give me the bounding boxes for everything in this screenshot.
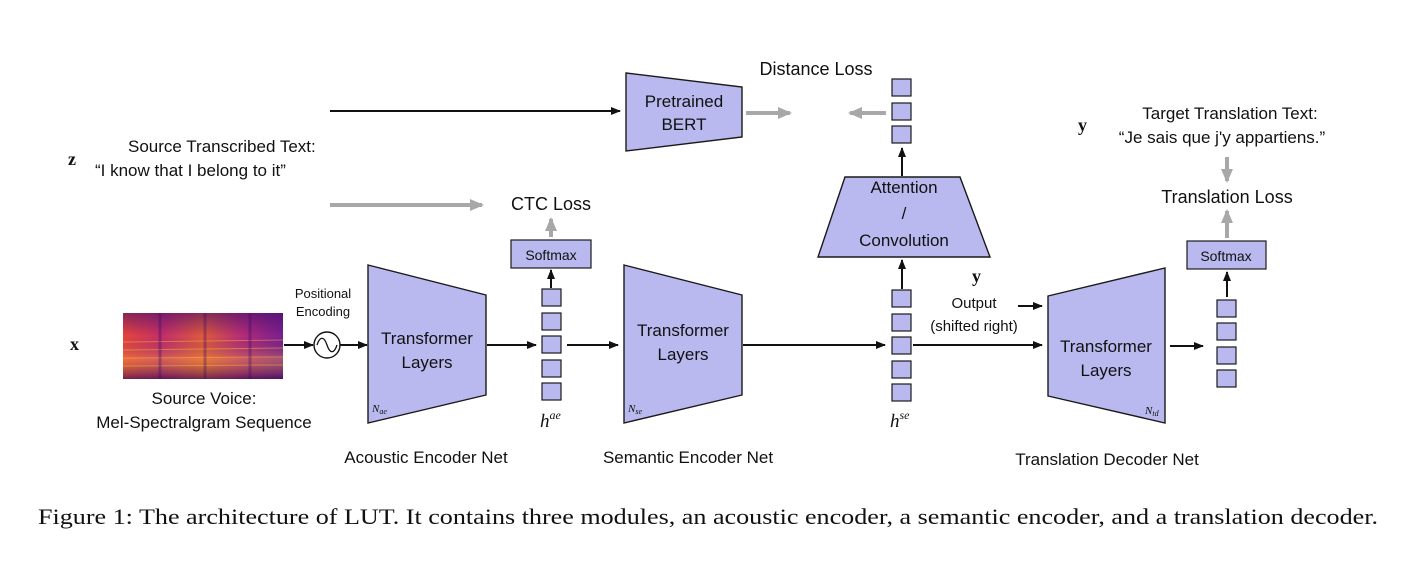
h-ae-label: hae	[540, 408, 562, 432]
target-text-sentence: “Je sais que j'y appartiens.”	[1119, 128, 1326, 147]
softmax-box-translation	[1186, 240, 1267, 270]
z-symbol: z	[68, 149, 76, 169]
semantic-layer-count: Nse	[627, 403, 642, 416]
softmax-label-ctc: Softmax	[525, 247, 576, 263]
positional-encoding-label-2: Encoding	[296, 304, 350, 319]
semantic-encoder-net-label: Semantic Encoder Net	[603, 448, 773, 467]
semantic-transformer-label-1: Transformer	[637, 321, 729, 340]
semantic-transformer-label-2: Layers	[657, 345, 708, 364]
decoder-output-vector	[1216, 299, 1237, 388]
output-label: Output	[951, 295, 997, 312]
decoder-transformer-block	[1047, 267, 1166, 424]
translation-decoder-net-label: Translation Decoder Net	[1015, 450, 1199, 469]
convolution-label: Convolution	[859, 231, 949, 250]
positional-encoding-label-1: Positional	[295, 286, 351, 301]
ctc-loss-label: CTC Loss	[511, 194, 591, 214]
x-symbol: x	[70, 334, 79, 354]
source-text-label: Source Transcribed Text:	[128, 137, 316, 156]
acoustic-transformer-label-1: Transformer	[381, 329, 473, 348]
acoustic-transformer-label-2: Layers	[401, 353, 452, 372]
y-output-symbol: y	[972, 266, 981, 286]
output-shifted-label: (shifted right)	[930, 318, 1018, 335]
attention-convolution-block	[817, 176, 992, 258]
source-voice-sublabel: Mel-Spectralgram Sequence	[96, 413, 311, 432]
h-se-vector	[891, 289, 912, 402]
target-text-label: Target Translation Text:	[1142, 104, 1317, 123]
source-voice-label: Source Voice:	[152, 389, 257, 408]
bert-label-2: BERT	[661, 115, 706, 134]
pretrained-bert-block	[625, 72, 743, 152]
softmax-box-ctc	[510, 239, 592, 269]
h-ae-vector	[541, 288, 562, 401]
acoustic-encoder-net-label: Acoustic Encoder Net	[344, 448, 508, 467]
y-target-symbol: y	[1078, 115, 1087, 135]
softmax-label-translation: Softmax	[1200, 248, 1251, 264]
attention-output-vector	[891, 78, 912, 144]
decoder-transformer-label-2: Layers	[1080, 361, 1131, 380]
bert-label-1: Pretrained	[645, 92, 723, 111]
decoder-transformer-label-1: Transformer	[1060, 337, 1152, 356]
attention-slash: /	[902, 204, 907, 223]
acoustic-transformer-block	[367, 264, 487, 424]
h-se-label: hse	[890, 408, 910, 432]
figure-caption: Figure 1: The architecture of LUT. It co…	[38, 504, 1378, 529]
semantic-transformer-block	[623, 264, 743, 424]
decoder-layer-count: Ntd	[1144, 405, 1160, 418]
source-text-sentence: “I know that I belong to it”	[95, 161, 286, 180]
translation-loss-label: Translation Loss	[1161, 187, 1292, 207]
attention-label: Attention	[870, 178, 937, 197]
positional-encoding-icon	[313, 331, 341, 359]
distance-loss-label: Distance Loss	[759, 59, 872, 79]
acoustic-layer-count: Nae	[371, 403, 387, 416]
spectrogram-image	[122, 313, 284, 379]
